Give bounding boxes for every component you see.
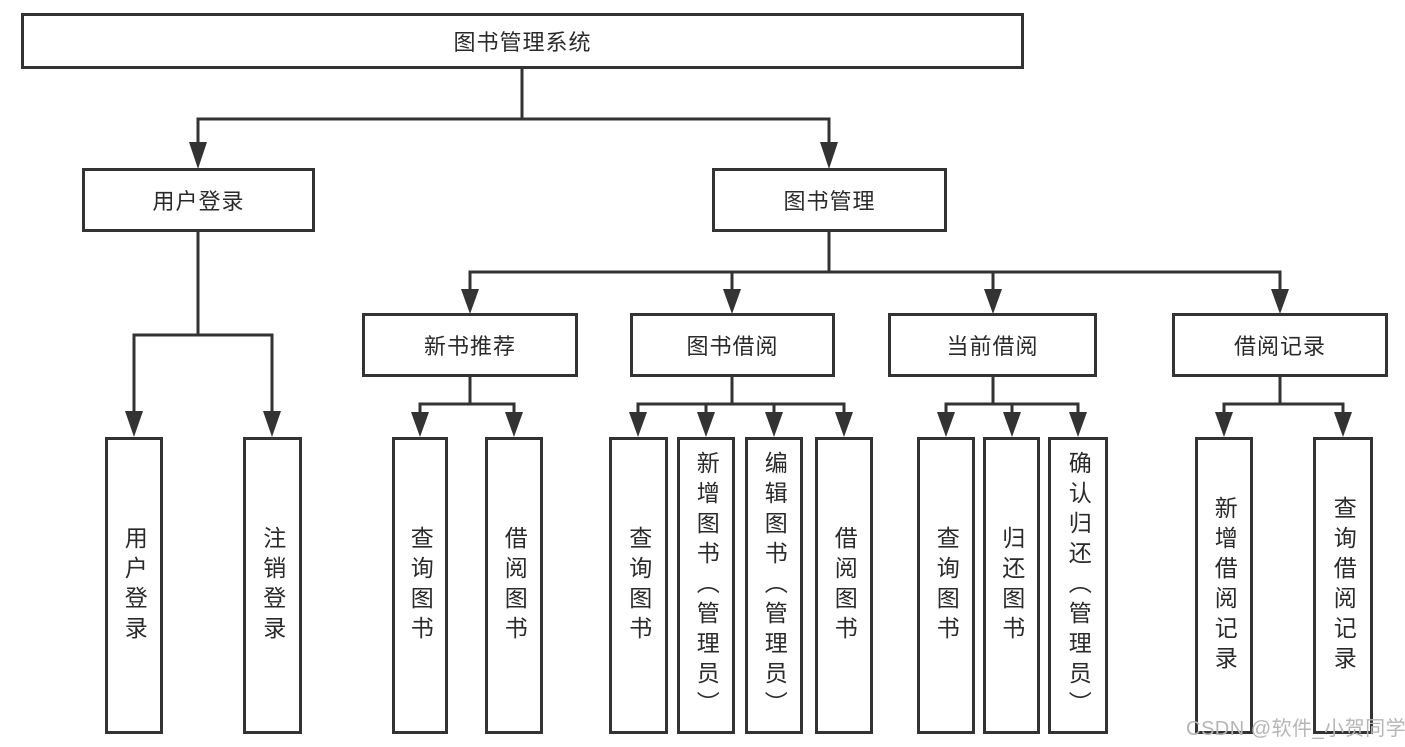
node-current-borrow: 当前借阅 — [888, 313, 1097, 377]
leaf-cb-return-books-label: 归还图书 — [998, 525, 1025, 646]
leaf-user-login-label: 用户登录 — [121, 525, 148, 646]
leaf-bb-add-books-admin: 新增图书（管理员） — [677, 437, 735, 734]
edge-user-login-to-leaves — [125, 232, 281, 437]
leaf-br-add-record: 新增借阅记录 — [1195, 437, 1253, 734]
leaf-user-login: 用户登录 — [105, 437, 163, 734]
node-root: 图书管理系统 — [21, 13, 1024, 69]
node-root-label: 图书管理系统 — [453, 30, 592, 55]
node-book-management: 图书管理 — [712, 168, 947, 232]
edge-book-management-to-level3 — [461, 232, 1289, 314]
leaf-rec-query-books-label: 查询图书 — [407, 525, 434, 646]
leaf-bb-query-books: 查询图书 — [609, 437, 668, 734]
csdn-watermark: CSDN @软件_小贺同学 — [1186, 718, 1405, 740]
leaf-br-add-record-label: 新增借阅记录 — [1211, 495, 1238, 676]
node-new-book-recommend: 新书推荐 — [362, 313, 578, 377]
node-current-borrow-label: 当前借阅 — [946, 334, 1039, 359]
edge-book-borrow-to-leaves — [629, 377, 853, 437]
edge-borrow-records-to-leaves — [1215, 377, 1352, 437]
node-user-login: 用户登录 — [82, 168, 315, 232]
leaf-bb-borrow-books-label: 借阅图书 — [831, 525, 858, 646]
leaf-rec-query-books: 查询图书 — [392, 437, 448, 734]
node-book-borrow: 图书借阅 — [630, 313, 835, 377]
node-book-borrow-label: 图书借阅 — [686, 334, 779, 359]
node-book-management-label: 图书管理 — [783, 189, 876, 214]
leaf-cb-confirm-return-admin-label: 确认归还（管理员） — [1065, 450, 1092, 721]
leaf-bb-borrow-books: 借阅图书 — [815, 437, 873, 734]
leaf-logout-login-label: 注销登录 — [259, 525, 286, 646]
leaf-br-query-record: 查询借阅记录 — [1313, 437, 1373, 734]
node-new-book-recommend-label: 新书推荐 — [423, 334, 516, 359]
leaf-rec-borrow-books-label: 借阅图书 — [501, 525, 528, 646]
leaf-br-query-record-label: 查询借阅记录 — [1330, 495, 1357, 676]
leaf-bb-query-books-label: 查询图书 — [625, 525, 652, 646]
leaf-logout-login: 注销登录 — [243, 437, 302, 734]
edge-new-book-recommend-to-leaves — [411, 377, 523, 437]
leaf-bb-edit-books-admin: 编辑图书（管理员） — [745, 437, 803, 734]
edge-root-to-level2 — [189, 67, 838, 169]
leaf-bb-add-books-admin-label: 新增图书（管理员） — [693, 450, 720, 721]
leaf-bb-edit-books-admin-label: 编辑图书（管理员） — [761, 450, 788, 721]
leaf-cb-confirm-return-admin: 确认归还（管理员） — [1048, 437, 1108, 734]
node-borrow-records-label: 借阅记录 — [1233, 334, 1326, 359]
node-borrow-records: 借阅记录 — [1172, 313, 1388, 377]
leaf-cb-query-books: 查询图书 — [917, 437, 975, 734]
leaf-cb-query-books-label: 查询图书 — [933, 525, 960, 646]
edge-current-borrow-to-leaves — [937, 377, 1087, 437]
leaf-rec-borrow-books: 借阅图书 — [485, 437, 543, 734]
leaf-cb-return-books: 归还图书 — [983, 437, 1040, 734]
node-user-login-label: 用户登录 — [152, 189, 245, 214]
